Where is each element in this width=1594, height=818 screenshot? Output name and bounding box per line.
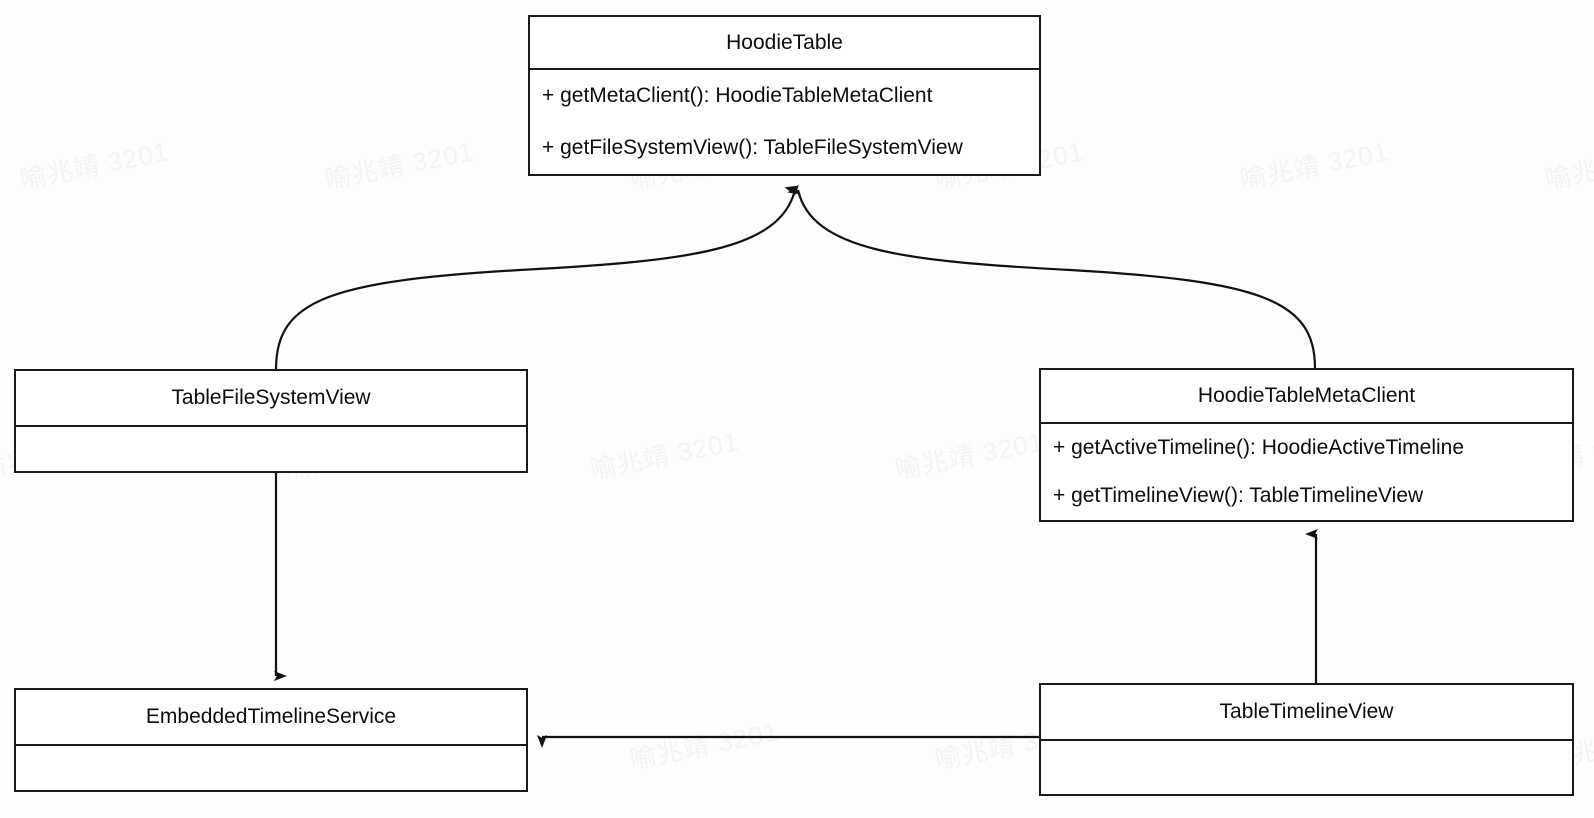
watermark-text: 喻兆靖 3201 — [17, 136, 172, 195]
class-box-hoodie-table[interactable]: HoodieTable + getMetaClient(): HoodieTab… — [528, 15, 1041, 176]
watermark-text: 喻兆靖 3201 — [892, 426, 1047, 485]
class-members-embedded-timeline-service — [16, 744, 526, 790]
class-box-table-file-system-view[interactable]: TableFileSystemView — [14, 369, 528, 473]
watermark-text: 喻兆靖 3201 — [587, 426, 742, 485]
link-hoodietablemetaclient-to-hoodietable — [787, 184, 1317, 369]
class-name-table-file-system-view: TableFileSystemView — [171, 386, 371, 409]
class-member: + getMetaClient(): HoodieTableMetaClient — [542, 84, 933, 107]
watermark-text: 喻兆靖 3201 — [322, 136, 477, 195]
class-member: + getActiveTimeline(): HoodieActiveTimel… — [1053, 436, 1465, 459]
class-members-table-file-system-view — [16, 425, 526, 471]
class-members-hoodie-table: + getMetaClient(): HoodieTableMetaClient… — [530, 68, 1039, 174]
class-box-embedded-timeline-service[interactable]: EmbeddedTimelineService — [14, 688, 528, 792]
watermark-text: 喻兆靖 3201 — [1542, 136, 1594, 195]
class-member: + getFileSystemView(): TableFileSystemVi… — [542, 136, 963, 159]
class-box-hoodie-table-meta-client[interactable]: HoodieTableMetaClient + getActiveTimelin… — [1039, 368, 1574, 522]
watermark-text: 喻兆靖 3201 — [1237, 136, 1392, 195]
class-members-table-timeline-view — [1041, 739, 1572, 794]
watermark-text: 喻兆靖 3201 — [627, 716, 782, 775]
class-name-hoodie-table-meta-client: HoodieTableMetaClient — [1197, 384, 1416, 407]
link-tablefilesystemview-to-hoodietable — [274, 185, 799, 370]
class-name-embedded-timeline-service: EmbeddedTimelineService — [145, 705, 397, 728]
class-member: + getTimelineView(): TableTimelineView — [1053, 484, 1424, 507]
class-members-hoodie-table-meta-client: + getActiveTimeline(): HoodieActiveTimel… — [1041, 422, 1572, 520]
class-name-hoodie-table: HoodieTable — [726, 30, 843, 54]
class-name-table-timeline-view: TableTimelineView — [1219, 700, 1394, 723]
class-box-table-timeline-view[interactable]: TableTimelineView — [1039, 683, 1574, 796]
